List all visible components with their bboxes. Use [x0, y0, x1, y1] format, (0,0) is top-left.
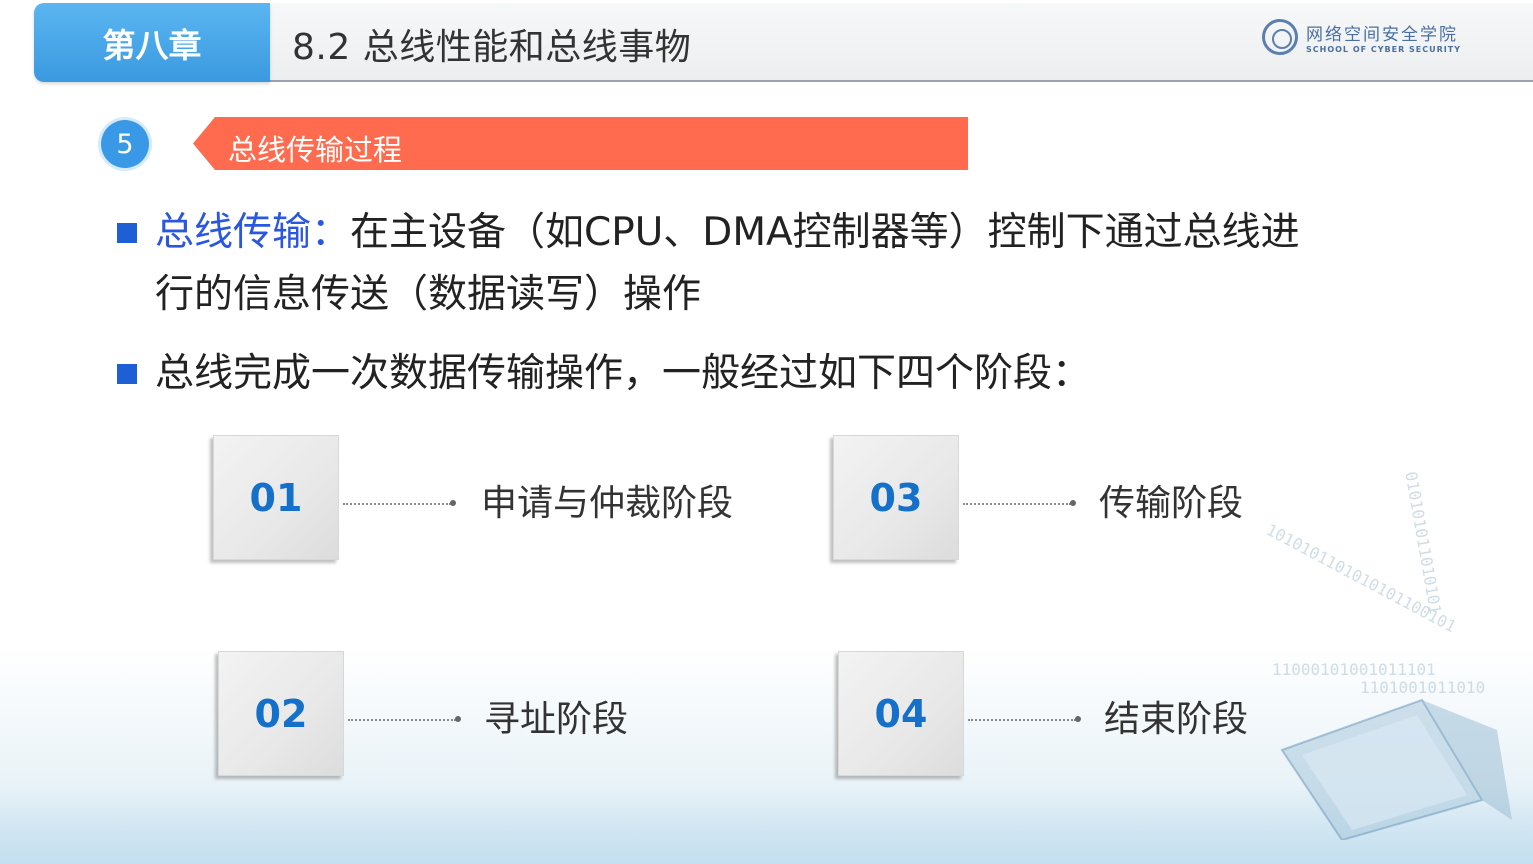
stage-connector-dot — [1075, 716, 1081, 722]
stage-number-box: 04 — [838, 651, 964, 776]
section-banner — [193, 117, 968, 170]
laptop-icon — [1280, 698, 1512, 840]
stage-connector-dot — [1070, 500, 1076, 506]
binary-decor: 11000101001011101 — [1272, 660, 1436, 679]
school-seal-icon — [1262, 19, 1298, 55]
stage-connector — [968, 719, 1076, 721]
stage-connector-dot — [455, 716, 461, 722]
logo-name-cn: 网络空间安全学院 — [1306, 25, 1458, 45]
stage-label: 结束阶段 — [1104, 699, 1249, 740]
stage-label: 传输阶段 — [1099, 483, 1244, 524]
title-bar — [270, 3, 1533, 82]
section-number-badge: 5 — [101, 120, 149, 168]
school-logo: 网络空间安全学院 SCHOOL OF CYBER SECURITY — [1262, 14, 1492, 60]
bullet-highlight: 总线传输： — [155, 210, 351, 255]
stage-number-box: 01 — [213, 435, 339, 560]
bullet-square-icon — [117, 223, 137, 243]
bottom-decor-band — [0, 790, 1533, 864]
section-title: 总线传输过程 — [228, 133, 403, 167]
bullet-square-icon — [117, 364, 137, 384]
stage-number-box: 02 — [218, 651, 344, 776]
stage-number-box: 03 — [833, 435, 959, 560]
bullet-item: 总线传输：在主设备（如CPU、DMA控制器等）控制下通过总线进 — [155, 202, 1300, 264]
logo-name-en: SCHOOL OF CYBER SECURITY — [1306, 45, 1462, 54]
chapter-tab: 第八章 — [34, 3, 270, 82]
page-title: 8.2 总线性能和总线事物 — [292, 27, 692, 68]
stage-connector-dot — [450, 500, 456, 506]
bullet-text-line: 在主设备（如CPU、DMA控制器等）控制下通过总线进 — [350, 210, 1300, 255]
stage-connector — [343, 503, 451, 505]
binary-decor: 1101001011010 — [1360, 678, 1486, 697]
stage-label: 寻址阶段 — [484, 699, 629, 740]
stage-connector — [348, 719, 456, 721]
bullet-item: 总线完成一次数据传输操作，一般经过如下四个阶段： — [155, 351, 1092, 396]
stage-connector — [963, 503, 1071, 505]
stage-label: 申请与仲裁阶段 — [481, 483, 734, 524]
bullet-text-line: 行的信息传送（数据读写）操作 — [155, 272, 702, 317]
